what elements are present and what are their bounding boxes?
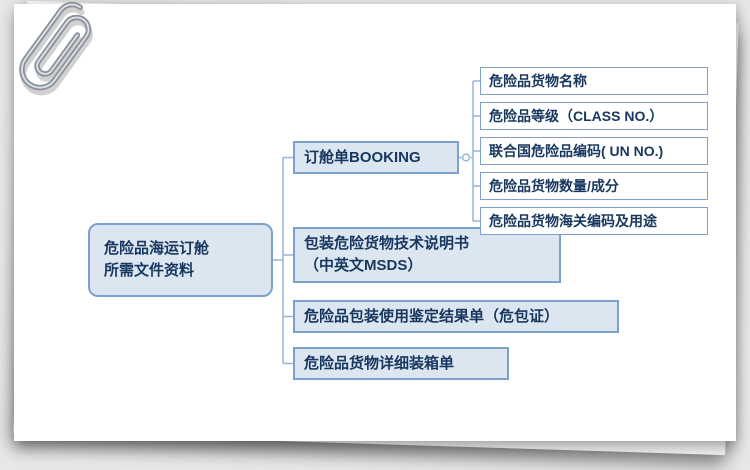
- branch-booking-label: 订舱单BOOKING: [304, 148, 421, 166]
- child-customs-code-usage-label: 危险品货物海关编码及用途: [489, 212, 657, 229]
- branch-packing-certificate-label: 危险品包装使用鉴定结果单（危包证）: [304, 307, 560, 325]
- paperclip-icon: [19, 1, 93, 96]
- child-customs-code-usage: 危险品货物海关编码及用途: [480, 207, 708, 235]
- child-goods-name-label: 危险品货物名称: [489, 72, 587, 89]
- branch-packing-list-label: 危险品货物详细装箱单: [304, 354, 455, 372]
- branch-packing-certificate: 危险品包装使用鉴定结果单（危包证）: [293, 300, 619, 333]
- child-class-no-label: 危险品等级（CLASS NO.）: [489, 107, 664, 124]
- branch-booking: 订舱单BOOKING: [293, 141, 459, 174]
- branch-msds: 包装危险货物技术说明书 （中英文MSDS）: [293, 227, 561, 283]
- child-un-no: 联合国危险品编码( UN NO.): [480, 137, 708, 165]
- root-node: 危险品海运订舱 所需文件资料: [88, 223, 273, 297]
- child-quantity-composition-label: 危险品货物数量/成分: [489, 177, 619, 194]
- connector-booking-children: [459, 80, 480, 222]
- connector-root-branches: [273, 156, 293, 365]
- child-class-no: 危险品等级（CLASS NO.）: [480, 102, 708, 130]
- branch-msds-label-line2: （中英文MSDS）: [304, 257, 423, 274]
- child-goods-name: 危险品货物名称: [480, 67, 708, 95]
- root-node-label-line1: 危险品海运订舱: [104, 240, 210, 258]
- child-quantity-composition: 危险品货物数量/成分: [480, 172, 708, 200]
- branch-packing-list: 危险品货物详细装箱单: [293, 347, 509, 380]
- root-node-label-line2: 所需文件资料: [104, 262, 195, 279]
- connector-junction-dot: [461, 153, 471, 162]
- child-un-no-label: 联合国危险品编码( UN NO.): [489, 142, 664, 159]
- branch-msds-label-line1: 包装危险货物技术说明书: [304, 235, 470, 253]
